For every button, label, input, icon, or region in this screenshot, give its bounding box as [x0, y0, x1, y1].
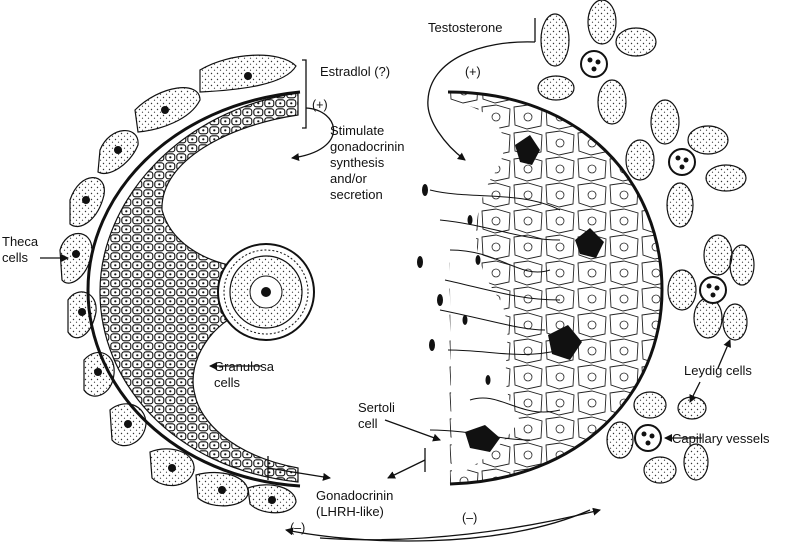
granulosa-cells-label: Granulosa cells — [214, 359, 274, 390]
granulosa-cell-layer — [99, 92, 299, 483]
capillary-vessels-label: Capillary vessels — [672, 431, 770, 446]
testosterone-effect-sign: (+) — [465, 65, 481, 79]
theca-cells-label: Theca cells — [2, 234, 39, 265]
theca-cell-nuclei — [72, 72, 276, 504]
gonadocrinin-label: Gonadocrinin (LHRH-like) — [316, 488, 394, 519]
leydig-cells — [537, 0, 755, 484]
stimulate-note: Stimulate gonadocrinin synthesis and/or … — [330, 123, 405, 202]
estradiol-effect-sign: (+) — [312, 98, 328, 112]
estradiol-label: Estradlol (?) — [320, 64, 391, 79]
ovary-outer-wall — [86, 90, 301, 488]
sertoli-cell-label: Sertoli cell — [358, 400, 395, 431]
capillary-vessels — [580, 50, 727, 452]
feedback-sign-right: (–) — [462, 511, 478, 525]
sertoli-cells — [465, 135, 604, 452]
leydig-cells-label: Leydig cells — [684, 363, 752, 378]
sperm-tails — [429, 189, 561, 441]
feedback-sign-left: (–) — [290, 521, 306, 535]
testosterone-label: Testosterone — [428, 20, 503, 35]
pathway-arrows — [40, 18, 731, 542]
oocyte — [217, 243, 315, 341]
sperm-heads — [417, 184, 491, 385]
